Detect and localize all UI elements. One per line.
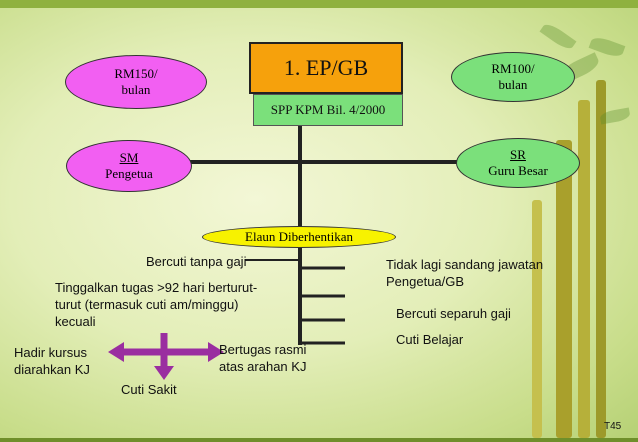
header-box-label: 1. EP/GB (283, 55, 369, 80)
bercuti-separuh-gaji: Bercuti separuh gaji (396, 306, 511, 321)
sr-line-2: Guru Besar (488, 163, 548, 178)
tidak-lagi-line-2: Pengetua/GB (386, 274, 465, 289)
rm150-line-1: RM150/ (114, 66, 158, 81)
top-border (0, 0, 638, 8)
bamboo-stem-4 (532, 200, 542, 438)
rm150-line-2: bulan (121, 82, 151, 97)
cuti-sakit: Cuti Sakit (121, 382, 177, 397)
tinggalkan-line-1: Tinggalkan tugas >92 hari berturut- (55, 280, 258, 295)
sr-oval: SR Guru Besar (456, 138, 580, 188)
spp-box: SPP KPM Bil. 4/2000 (253, 94, 403, 126)
cuti-belajar: Cuti Belajar (396, 332, 464, 347)
sr-line-1: SR (510, 147, 526, 162)
bamboo-stem-2 (578, 100, 590, 438)
rm100-line-1: RM100/ (491, 61, 535, 76)
elaun-label: Elaun Diberhentikan (245, 229, 353, 244)
tinggalkan-line-2: turut (termasuk cuti am/minggu) (55, 297, 239, 312)
tinggalkan-line-3: kecuali (55, 314, 96, 329)
bertugas-rasmi-line-1: Bertugas rasmi (219, 342, 307, 357)
bamboo-stem-3 (596, 80, 606, 438)
sm-oval: SM Pengetua (66, 140, 192, 192)
elaun-oval: Elaun Diberhentikan (202, 226, 396, 248)
header-box: 1. EP/GB (249, 42, 403, 94)
bercuti-tanpa-gaji: Bercuti tanpa gaji (146, 254, 247, 269)
bamboo-stem-1 (556, 140, 572, 438)
slide-code: T45 (604, 421, 622, 432)
spp-box-label: SPP KPM Bil. 4/2000 (270, 102, 386, 117)
rm100-line-2: bulan (498, 77, 528, 92)
sm-line-2: Pengetua (105, 166, 153, 181)
rm100-oval: RM100/ bulan (451, 52, 575, 102)
bottom-border (0, 438, 638, 442)
bertugas-rasmi-line-2: atas arahan KJ (219, 359, 307, 374)
hadir-kursus-line-1: Hadir kursus (14, 345, 87, 360)
rm150-oval: RM150/ bulan (65, 55, 207, 109)
sm-line-1: SM (119, 150, 139, 165)
tidak-lagi-line-1: Tidak lagi sandang jawatan (386, 257, 544, 272)
hadir-kursus-line-2: diarahkan KJ (14, 362, 90, 377)
